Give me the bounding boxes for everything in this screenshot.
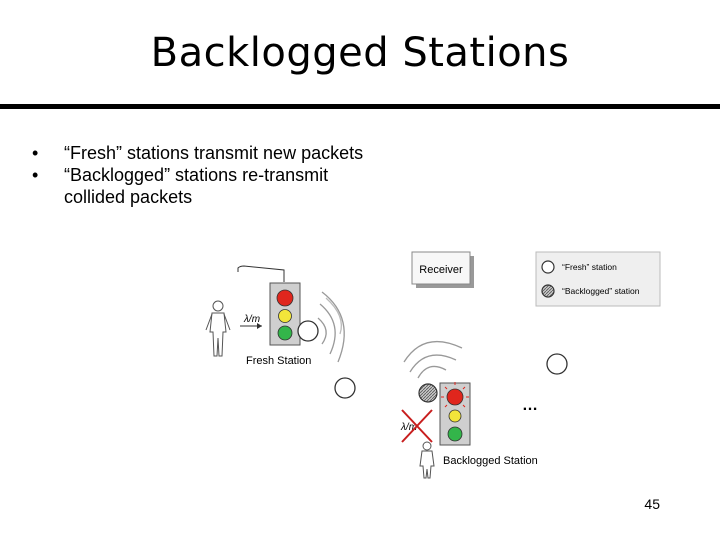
backlogged-station-legend-icon: [542, 285, 554, 297]
fresh-station-legend-icon: [542, 261, 554, 273]
fresh-station-label: Fresh Station: [246, 355, 311, 367]
traffic-light-icon: [440, 382, 470, 445]
backlogged-station-group: λ/m Backlogged Station: [400, 342, 538, 478]
receiver-label: Receiver: [419, 264, 463, 276]
fresh-station-group: λ/m Fresh Station: [206, 266, 344, 367]
person-icon: [420, 442, 434, 478]
receiver-box: Receiver: [412, 252, 474, 288]
legend: “Fresh” station “Backlogged” station: [536, 252, 660, 306]
legend-backlogged-label: “Backlogged” station: [562, 286, 640, 296]
backlogged-station-label: Backlogged Station: [443, 455, 538, 467]
backlogged-station-icon: [419, 384, 437, 402]
traffic-light-icon: [270, 283, 300, 345]
antenna-wire: [238, 266, 284, 282]
signal-waves-icon: [318, 292, 344, 362]
fresh-station-icon: [298, 321, 318, 341]
page-number: 45: [644, 496, 660, 512]
ellipsis: …: [522, 397, 538, 414]
fresh-station-icon: [335, 378, 355, 398]
fresh-station-icon: [547, 354, 567, 374]
person-icon: [206, 301, 230, 356]
legend-fresh-label: “Fresh” station: [562, 262, 617, 272]
signal-waves-icon: [404, 342, 462, 378]
